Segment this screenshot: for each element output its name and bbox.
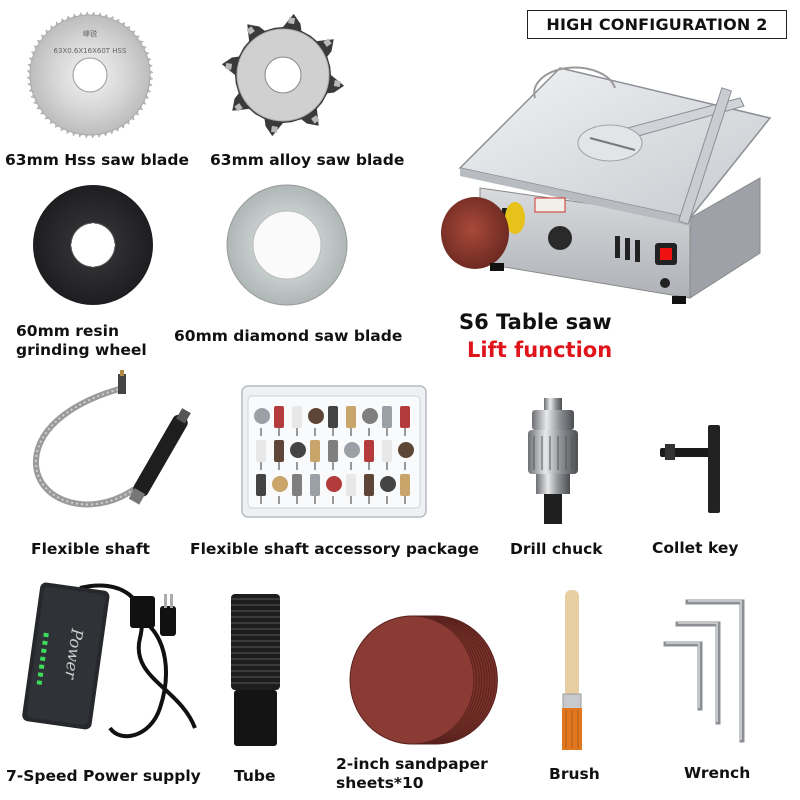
alloy-saw-blade-image xyxy=(221,13,345,137)
resin-grinding-wheel-image xyxy=(33,185,153,305)
diamond-blade-caption: 60mm diamond saw blade xyxy=(174,327,403,345)
brush-caption: Brush xyxy=(549,765,600,783)
collet-key-caption: Collet key xyxy=(652,539,739,557)
accessory-package-caption: Flexible shaft accessory package xyxy=(190,540,480,558)
flexible-shaft-caption: Flexible shaft xyxy=(31,540,150,558)
accessory-package-image xyxy=(241,385,427,518)
flexible-shaft-image xyxy=(32,370,191,508)
diamond-saw-blade-image xyxy=(226,184,348,306)
product-name: S6 Table saw xyxy=(459,310,612,334)
wrench-image xyxy=(663,599,745,743)
wrench-caption: Wrench xyxy=(684,764,751,782)
alloy-blade-caption: 63mm alloy saw blade xyxy=(210,151,405,169)
product-feature: Lift function xyxy=(467,338,613,362)
hss-saw-blade-image: 峰锐 63X0.6X16X60T HSS xyxy=(26,11,154,139)
hss-blade-caption: 63mm Hss saw blade xyxy=(5,151,189,169)
drill-chuck-caption: Drill chuck xyxy=(510,540,603,558)
hss-brand-text: 峰锐 xyxy=(83,29,97,38)
brush-image xyxy=(562,590,582,750)
configuration-badge: HIGH CONFIGURATION 2 xyxy=(527,10,787,39)
tube-caption: Tube xyxy=(234,767,276,785)
tube-image xyxy=(231,594,280,746)
drill-chuck-image xyxy=(528,398,578,524)
collet-key-image xyxy=(660,425,720,513)
power-supply-caption: 7-Speed Power supply xyxy=(6,767,201,785)
sandpaper-sheets-image xyxy=(349,615,498,745)
table-saw-image xyxy=(441,66,772,304)
hss-engraving-text: 63X0.6X16X60T HSS xyxy=(54,47,127,55)
power-supply-image: Power xyxy=(22,582,197,739)
